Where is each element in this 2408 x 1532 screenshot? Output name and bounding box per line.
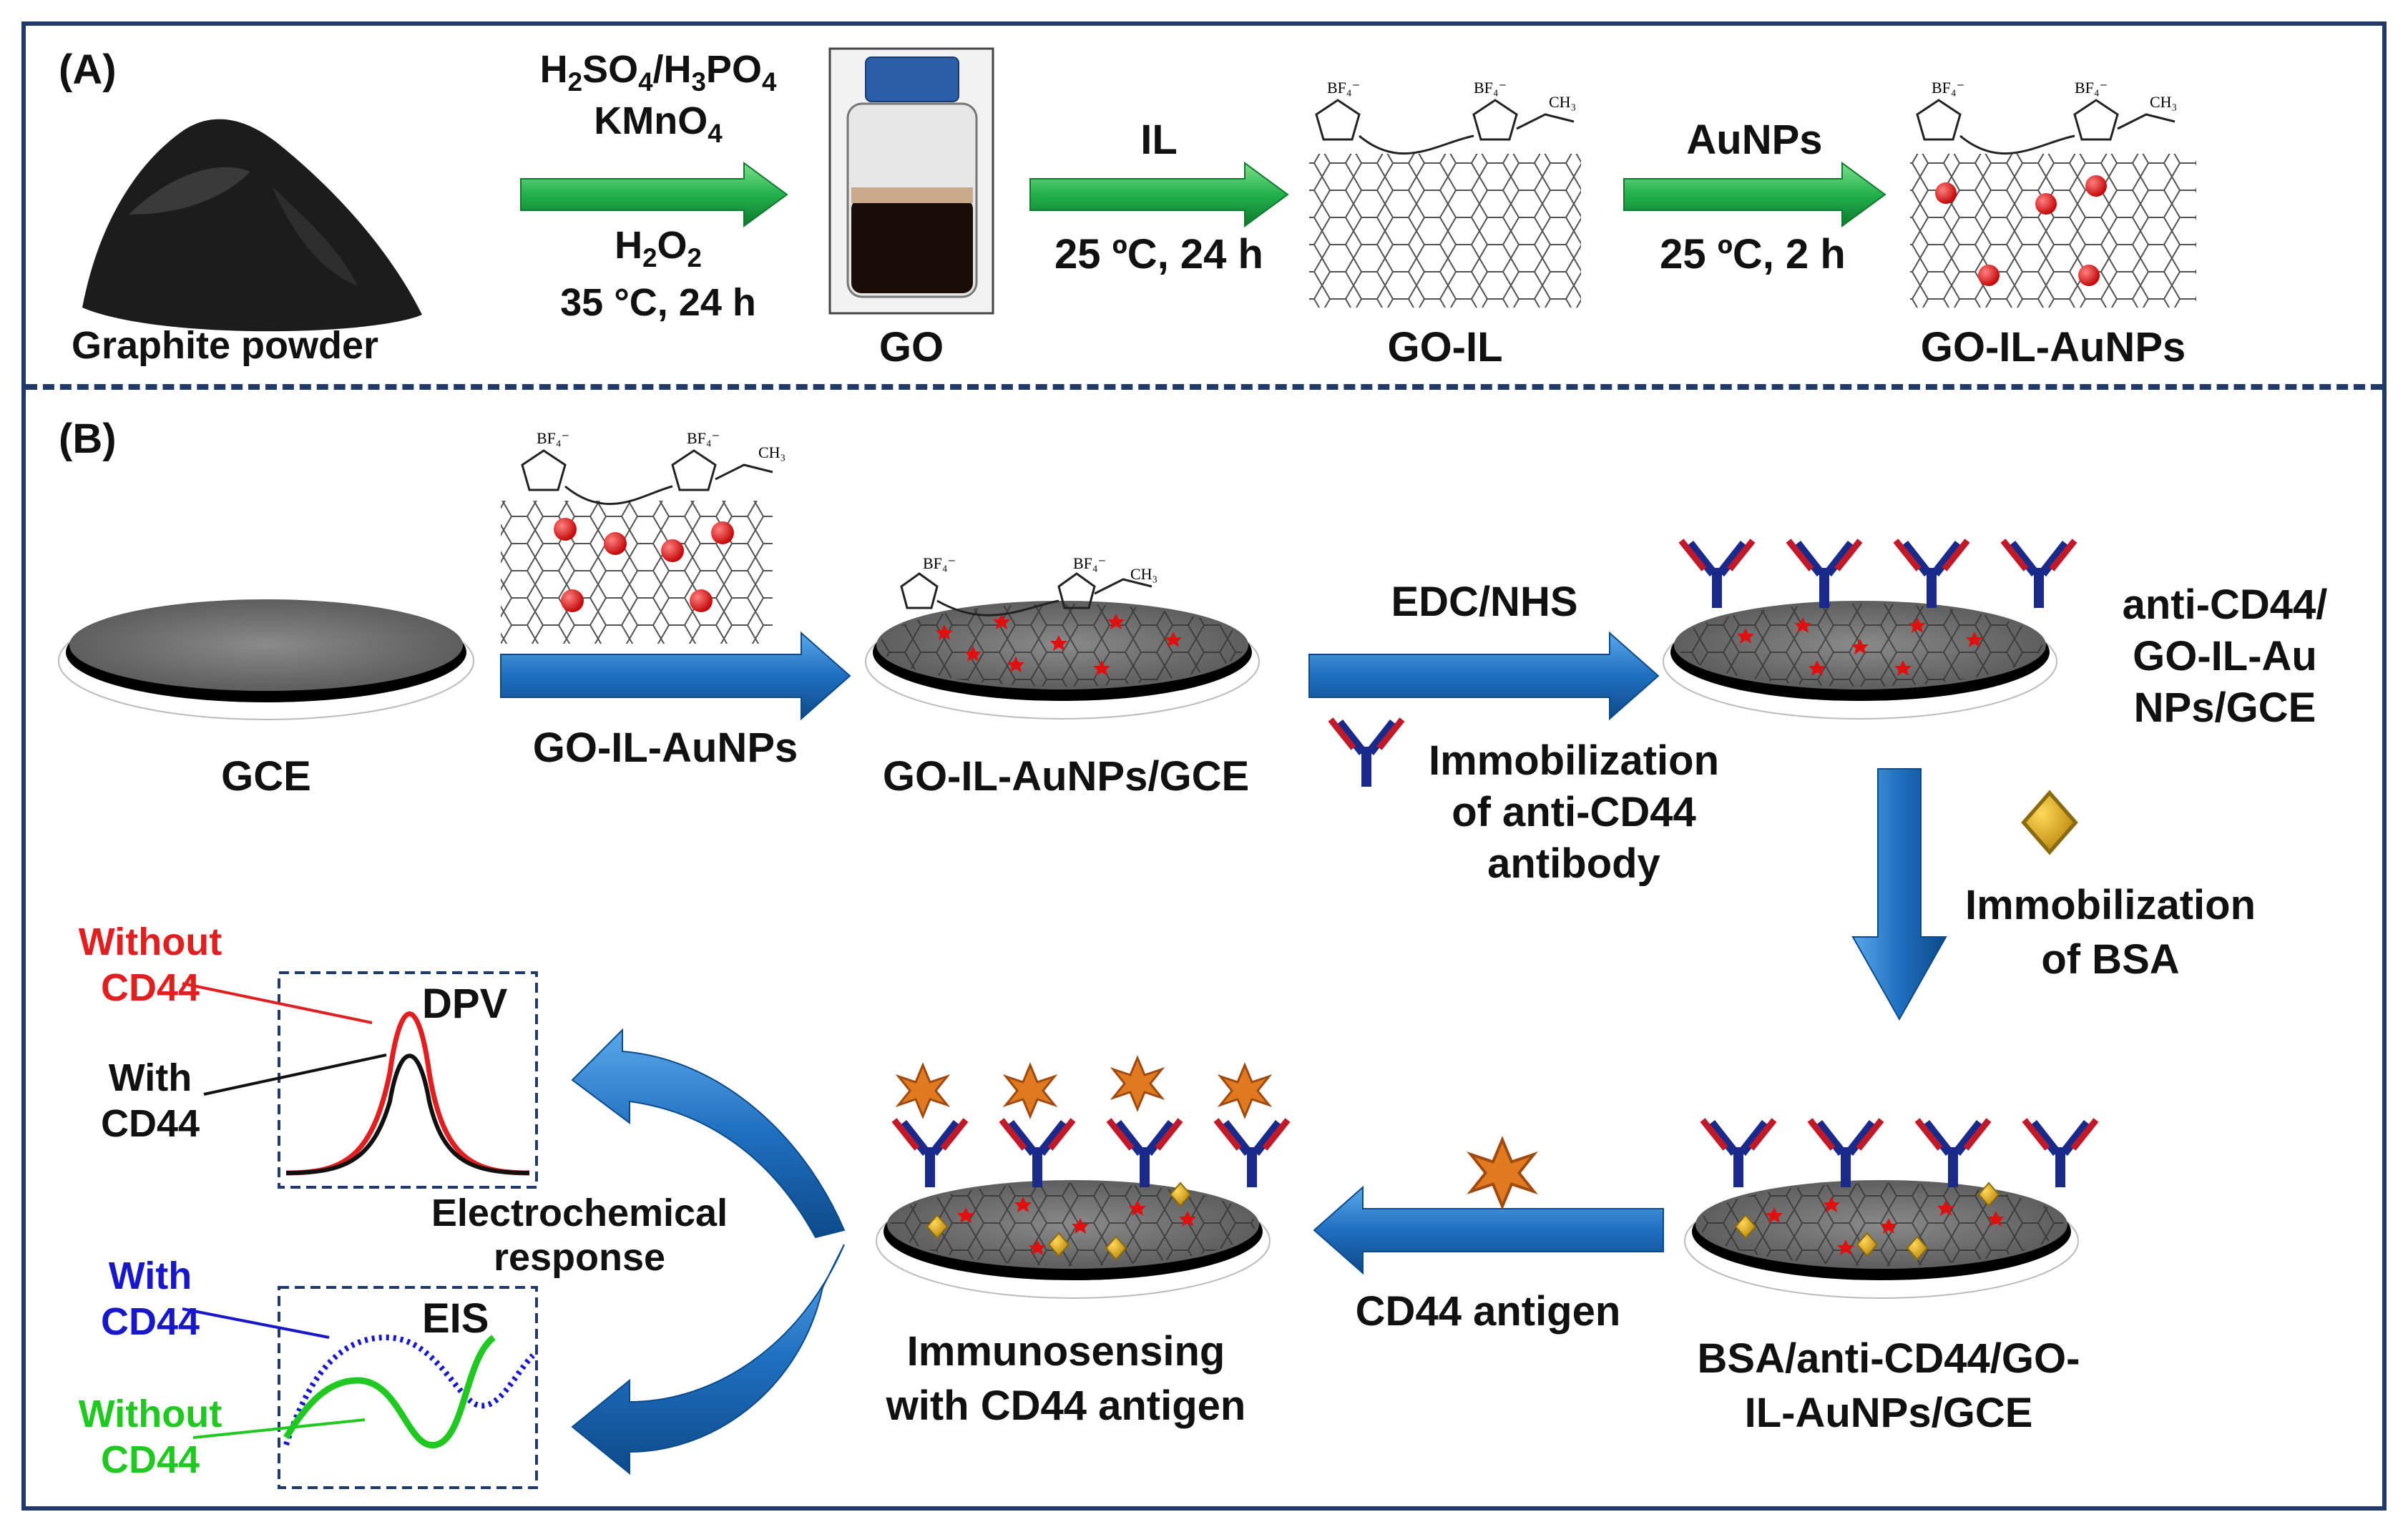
dpv-box	[278, 971, 538, 1189]
arrow1-label: GO-IL-AuNPs	[532, 725, 798, 771]
figure-frame	[21, 21, 2387, 1511]
electrode4-label: BSA/anti-CD44/GO- IL-AuNPs/GCE	[1697, 1335, 2080, 1436]
arrow2-bottom: Immobilization of anti-CD44 antibody	[1429, 737, 1719, 887]
panel-divider	[26, 384, 2382, 390]
bf4-label: BF₄⁻	[537, 429, 569, 447]
go-label: GO	[878, 324, 944, 370]
arrow-b3	[1851, 768, 1947, 1021]
arrow-a2	[1029, 162, 1289, 227]
graphite-powder-image	[82, 119, 422, 332]
electrode-go-il-aunps-gce	[865, 572, 1260, 720]
eis-title: EIS	[422, 1295, 489, 1342]
ch3-label: CH₃	[1130, 565, 1157, 583]
dpv-pointer-red	[182, 982, 373, 1024]
ch3-label: CH₃	[2150, 93, 2177, 111]
antibody-icon	[1331, 720, 1402, 787]
bf4-label: BF₄⁻	[1327, 79, 1360, 97]
dpv-title: DPV	[422, 981, 508, 1027]
bf4-label: BF₄⁻	[923, 554, 956, 572]
eis-pointer-blue	[182, 1307, 330, 1339]
bf4-label: BF₄⁻	[1073, 554, 1106, 572]
arrow-b1	[500, 631, 851, 721]
response-label: Electrochemical response	[431, 1192, 728, 1279]
dpv-curve-without	[285, 1011, 530, 1176]
arrow-b4	[1313, 1185, 1664, 1275]
eis-box	[278, 1286, 538, 1489]
go-il-label: GO-IL	[1387, 324, 1503, 370]
bf4-label: BF₄⁻	[687, 429, 720, 447]
ch3-label: CH₃	[758, 443, 785, 461]
electrode2-label: GO-IL-AuNPs/GCE	[882, 753, 1250, 800]
go-il-aunps-structure	[1910, 99, 2196, 308]
go-bottle-image	[828, 47, 994, 315]
cd44-antigen-icon	[1469, 1138, 1536, 1208]
curved-arrow-down	[571, 1244, 845, 1475]
panel-a-label: (A)	[59, 46, 117, 93]
dpv-without-label: Without CD44	[78, 920, 222, 1009]
arrow3-label: Immobilization of BSA	[1965, 882, 2256, 983]
eis-pointer-green	[192, 1418, 366, 1439]
bf4-label: BF₄⁻	[1932, 79, 1964, 97]
eis-curve-with	[283, 1334, 535, 1446]
bsa-icon	[2024, 792, 2076, 852]
step2-bottom: 25 ºC, 24 h	[1054, 231, 1263, 278]
eis-curve-without	[283, 1335, 496, 1449]
eis-with-label: With CD44	[100, 1254, 200, 1343]
bf4-label: BF₄⁻	[1474, 79, 1507, 97]
panel-b-label: (B)	[59, 416, 117, 462]
electrode-bsa-anti-cd44	[1684, 1120, 2096, 1299]
step1-kmno4: KMnO4	[594, 99, 723, 148]
step1-conditions: 35 °C, 24 h	[560, 281, 756, 324]
curved-arrow-up	[571, 1028, 846, 1239]
electrode-anti-cd44	[1663, 541, 2075, 720]
step2-top: IL	[1140, 117, 1178, 163]
go-il-aunps-label: GO-IL-AuNPs	[1920, 324, 2186, 370]
ch3-label: CH₃	[1549, 93, 1576, 111]
arrow-a1	[520, 162, 788, 227]
gce-disc	[58, 599, 474, 720]
step3-bottom: 25 ºC, 2 h	[1660, 231, 1846, 278]
eis-without-label: Without CD44	[78, 1393, 222, 1481]
arrow2-top: EDC/NHS	[1391, 579, 1578, 625]
step1-reagents: H2SO4/H3PO4	[539, 48, 777, 97]
electrode5-label: Immunosensing with CD44 antigen	[886, 1328, 1246, 1429]
dpv-with-label: With CD44	[100, 1056, 200, 1145]
dpv-pointer-black	[203, 1054, 387, 1096]
arrow-b2	[1308, 631, 1660, 721]
gce-label: GCE	[221, 753, 311, 800]
step3-top: AuNPs	[1686, 117, 1823, 163]
bf4-label: BF₄⁻	[2075, 79, 2108, 97]
dpv-curve-with	[285, 1054, 530, 1175]
go-il-structure	[1309, 99, 1581, 308]
electrode-immunosensing	[876, 1056, 1288, 1299]
electrode3-label: anti-CD44/ GO-IL-Au NPs/GCE	[2122, 581, 2328, 731]
arrow-a3	[1623, 162, 1886, 227]
arrow4-label: CD44 antigen	[1355, 1288, 1621, 1335]
step1-h2o2: H2O2	[615, 224, 702, 272]
graphite-label: Graphite powder	[72, 324, 379, 367]
go-il-aunps-reagent	[501, 449, 773, 644]
